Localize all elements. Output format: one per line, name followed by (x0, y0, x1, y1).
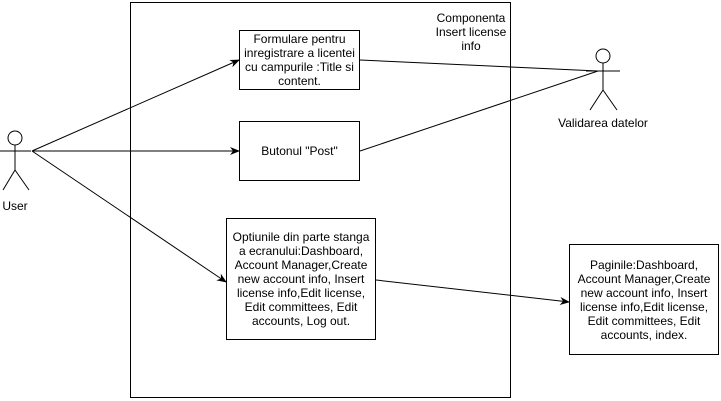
user-to-form-arrow (31, 59, 240, 152)
pages-box: Paginile:Dashboard, Account Manager,Crea… (569, 244, 719, 355)
validation-actor-label: Validarea datelor (558, 116, 648, 130)
options-use-case: Optiunile din parte stanga a ecranului:D… (226, 218, 376, 340)
user-to-options-arrow (31, 150, 227, 283)
form-use-case: Formulare pentru inregistrare a licentei… (239, 30, 360, 90)
post-button-use-case: Butonul "Post" (239, 121, 360, 181)
system-title: Componenta Insert license info (435, 11, 507, 53)
user-actor-icon (0, 130, 31, 191)
validation-actor-icon (586, 48, 620, 111)
post-to-validation-line (359, 70, 599, 152)
options-to-pages-arrow (375, 279, 570, 305)
form-to-validation-line (359, 59, 599, 72)
system-boundary (130, 2, 511, 398)
user-actor-label: User (2, 199, 28, 213)
